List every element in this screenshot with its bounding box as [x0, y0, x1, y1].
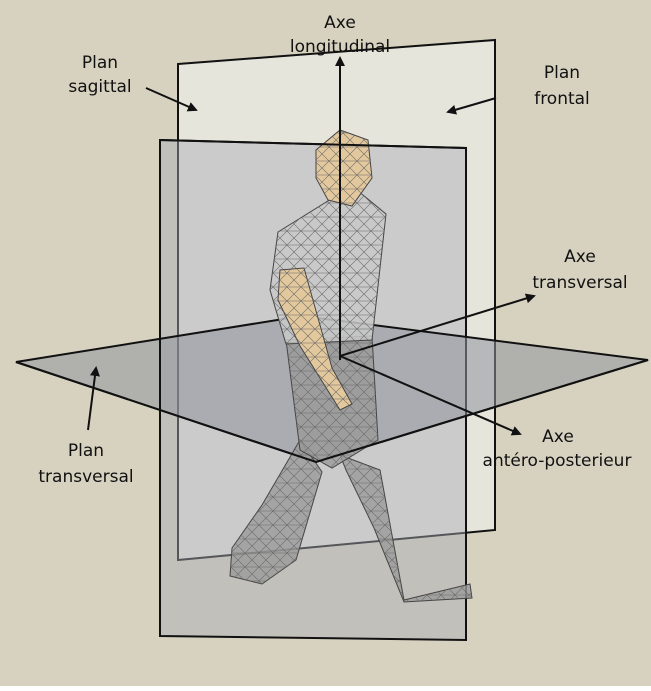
label-plan-transversal-line1: Plan: [68, 441, 104, 461]
label-plan-sagittal-line2: sagittal: [68, 77, 131, 97]
label-axe-antero-posterieur-line1: Axe: [542, 427, 574, 447]
label-plan-frontal-line2: frontal: [534, 89, 590, 109]
label-plan-transversal-line2: transversal: [38, 467, 133, 487]
label-axe-transversal-line1: Axe: [564, 247, 596, 267]
label-axe-antero-posterieur-line2: antéro-posterieur: [483, 451, 632, 471]
label-plan-sagittal-line1: Plan: [82, 53, 118, 73]
label-axe-longitudinal-line2: longitudinal: [290, 37, 390, 57]
label-axe-longitudinal-line1: Axe: [324, 13, 356, 33]
label-axe-transversal-line2: transversal: [532, 273, 627, 293]
label-plan-frontal-line1: Plan: [544, 63, 580, 83]
